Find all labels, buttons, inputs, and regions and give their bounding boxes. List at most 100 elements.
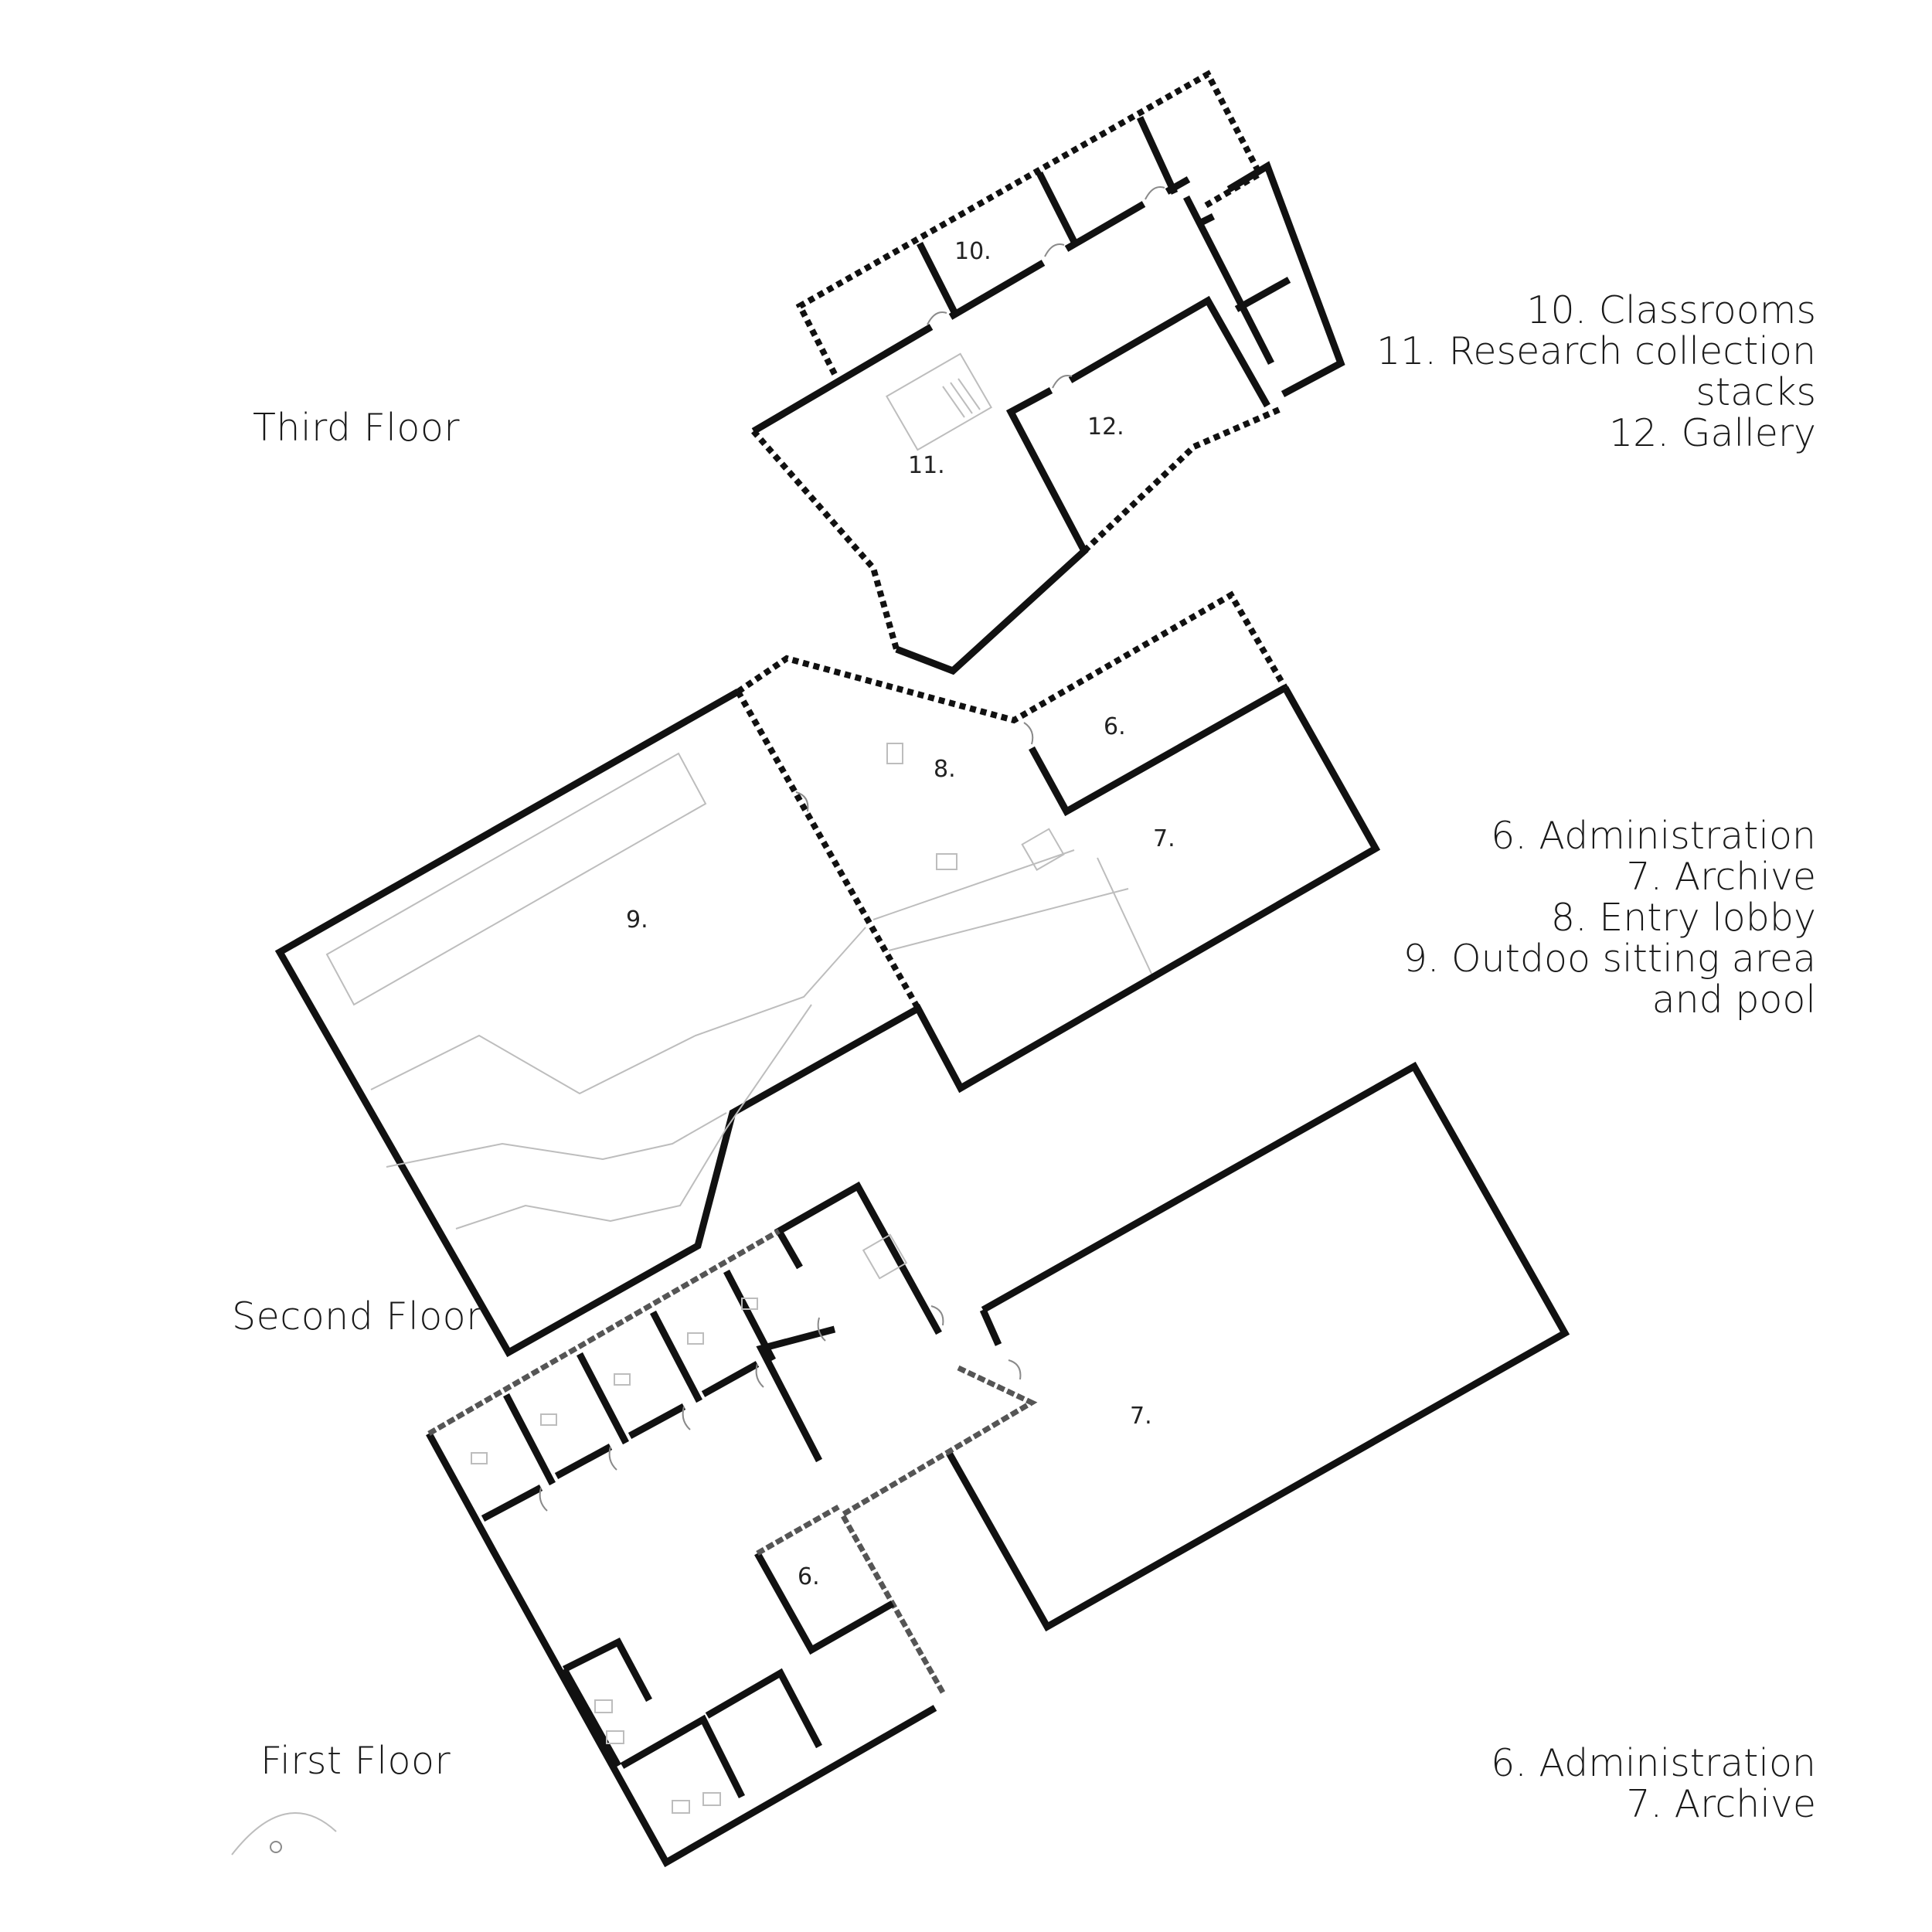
office-partition — [723, 1269, 776, 1362]
stacks-dashed-edge — [750, 429, 900, 651]
toilet-walls-2 — [620, 1714, 746, 1799]
landscape-contour — [455, 1004, 812, 1230]
stair-tread — [957, 378, 981, 410]
toilet-walls-3 — [705, 1668, 822, 1749]
third-floor-title: Third Floor — [253, 406, 460, 450]
legend-item: and pool — [1651, 978, 1816, 1022]
room-number-11: 11. — [908, 452, 945, 479]
office-desk — [741, 1298, 758, 1310]
door-swing — [608, 1446, 617, 1471]
third-floor-dashed-outline — [795, 70, 1264, 376]
office-partition — [577, 1352, 629, 1445]
legend-item: 7. Archive — [1626, 1782, 1816, 1826]
door-swing — [930, 1305, 944, 1326]
landscape-contour — [370, 927, 866, 1095]
toilet-block-inner — [1196, 213, 1216, 228]
lobby-furniture — [936, 853, 957, 870]
office-wing-walls-3 — [426, 1431, 937, 1868]
first-floor-stair — [862, 1233, 908, 1280]
third-floor-plan: 10. 11. 12. — [750, 70, 1345, 675]
classroom-corridor-wall-3 — [1064, 201, 1146, 252]
legend-item: 12. Gallery — [1608, 411, 1816, 455]
door-swing — [682, 1406, 691, 1430]
door-swing — [1052, 375, 1073, 389]
lobby-furniture — [886, 743, 903, 764]
office-corridor-wall — [628, 1403, 686, 1439]
legend-item: 10. Classrooms — [1526, 288, 1816, 332]
room-number-7: 7. — [1153, 825, 1175, 852]
admin-room-glazing — [756, 1504, 840, 1556]
door-swing — [1145, 186, 1165, 200]
door-swing — [795, 791, 809, 812]
toilet-block-divider — [1234, 277, 1291, 312]
gallery-walls — [1068, 295, 1270, 408]
classroom-corridor-wall — [751, 324, 934, 434]
third-floor-legend: 10. Classrooms 11. Research collection s… — [1376, 290, 1816, 454]
lobby-stair — [1021, 828, 1065, 871]
office-corridor-wall — [554, 1444, 613, 1479]
north-arrow-arc — [231, 1812, 337, 1855]
fixture — [594, 1699, 613, 1713]
classroom-corridor-wall-4 — [1165, 176, 1191, 195]
classroom-wall-3 — [1136, 116, 1179, 195]
room-number-6: 6. — [1104, 713, 1126, 740]
archive-walls-2 — [979, 1308, 1002, 1346]
room-number-8: 8. — [934, 756, 956, 783]
room-number-9: 9. — [626, 906, 648, 934]
third-floor-stair — [886, 352, 992, 451]
room-number-6: 6. — [798, 1563, 820, 1590]
north-arrow-dot — [270, 1841, 282, 1853]
toilet-walls — [562, 1638, 652, 1702]
room-number-10: 10. — [954, 238, 992, 265]
second-floor-title: Second Floor — [232, 1294, 482, 1338]
office-partition — [503, 1393, 556, 1486]
classroom-corridor-wall-2 — [948, 260, 1046, 320]
pool-outline — [325, 752, 707, 1006]
door-swing — [1044, 243, 1065, 257]
office-wing-walls-2 — [756, 1325, 836, 1463]
fixture — [672, 1800, 690, 1814]
lobby-interior-line — [872, 849, 1075, 920]
second-floor-plan: 6. 7. 8. 9. — [274, 590, 1381, 1358]
lobby-dashed-facade — [736, 590, 1288, 724]
legend-item: 8. Entry lobby — [1550, 896, 1816, 940]
legend-item: 6. Administration — [1491, 1741, 1816, 1785]
toilet-block-walls-2 — [1226, 161, 1345, 397]
office-desk — [540, 1413, 557, 1426]
legend-item: 11. Research collection — [1376, 329, 1816, 373]
office-corridor-wall — [481, 1485, 543, 1522]
fixture — [702, 1792, 721, 1806]
office-desk — [614, 1373, 631, 1386]
legend-item: 6. Administration — [1491, 814, 1816, 858]
door-swing — [927, 311, 947, 325]
classroom-wall-2 — [1036, 171, 1078, 244]
first-floor-plan: 6. 7. — [231, 1061, 1570, 1868]
door-swing — [1023, 722, 1034, 745]
office-corridor-wall — [701, 1361, 760, 1397]
office-desk — [687, 1332, 704, 1345]
terrace-walls — [274, 685, 1381, 1358]
office-partition — [650, 1310, 702, 1403]
office-glazing — [427, 1228, 781, 1437]
office-desk — [471, 1452, 488, 1464]
archive-walls — [946, 1061, 1570, 1632]
stair-tread — [942, 386, 965, 418]
classroom-wall-1 — [916, 241, 958, 315]
second-floor-legend: 6. Administration 7. Archive 8. Entry lo… — [1403, 815, 1816, 1020]
fixture — [606, 1730, 624, 1744]
legend-item: stacks — [1696, 370, 1816, 414]
corridor-glazing — [838, 1365, 1038, 1694]
door-swing — [755, 1363, 764, 1388]
lobby-interior-line — [888, 888, 1129, 951]
landscape-contour — [386, 1112, 727, 1168]
door-swing — [1008, 1359, 1022, 1380]
first-floor-legend: 6. Administration 7. Archive — [1491, 1743, 1816, 1825]
admin-room-walls — [754, 1551, 895, 1655]
office-wing-walls — [774, 1181, 942, 1335]
lobby-interior-line — [1097, 857, 1152, 975]
pool-lobby-dashed-edge — [735, 690, 921, 1010]
toilet-partition — [561, 1667, 621, 1768]
admin-walls — [1029, 685, 1287, 817]
stacks-walls — [895, 387, 1089, 675]
